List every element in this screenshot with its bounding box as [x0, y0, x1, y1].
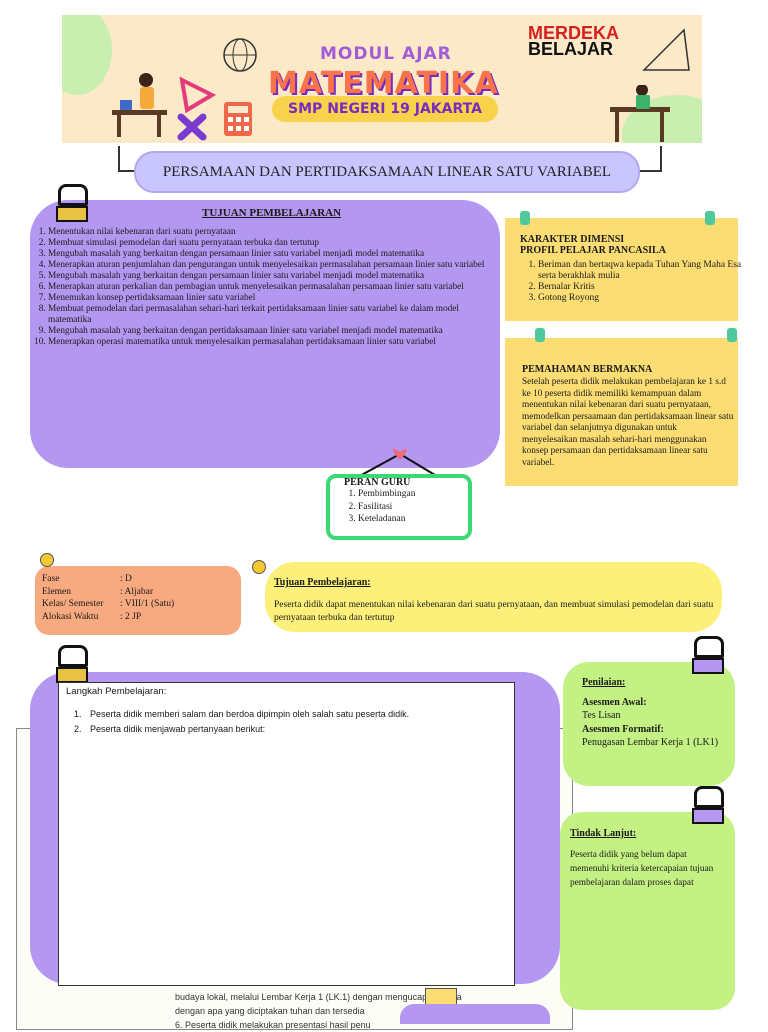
penilaian-card	[563, 662, 735, 786]
pushpin-icon	[40, 553, 54, 567]
arrow-right-icon	[638, 146, 662, 172]
multiply-icon	[177, 113, 207, 141]
pemahaman-title: PEMAHAMAN BERMAKNA	[522, 364, 653, 375]
list-item: Bernalar Kritis	[538, 282, 753, 293]
clip-icon	[520, 211, 530, 225]
karakter-title-line: PROFIL PELAJAR PANCASILA	[520, 245, 666, 256]
peran-title: PERAN GURU	[344, 477, 411, 488]
list-item: Gotong Royong	[538, 293, 753, 304]
info-card	[35, 566, 241, 635]
tujuan-summary-title: Tujuan Pembelajaran:	[274, 577, 371, 588]
purple-tab	[400, 1004, 550, 1024]
asesmen-awal-label: Asesmen Awal:	[582, 697, 647, 708]
decor-blob	[62, 15, 112, 95]
clip-icon	[727, 328, 737, 342]
list-item: Menerapkan operasi matematika untuk meny…	[48, 337, 503, 348]
tindak-lanjut-title: Tindak Lanjut:	[570, 828, 637, 839]
asesmen-awal-value: Tes Lisan	[582, 710, 621, 721]
tindak-lanjut-text: Peserta didik yang belum dapat memenuhi …	[570, 850, 714, 888]
list-item: Mengubah masalah yang berkaitan dengan p…	[48, 271, 503, 282]
tujuan-heading: TUJUAN PEMBELAJARAN	[202, 207, 342, 219]
arrow-left-icon	[118, 146, 142, 172]
asesmen-formatif-value: Penugasan Lembar Kerja 1 (LK1)	[582, 737, 719, 748]
karakter-list: Beriman dan bertaqwa kepada Tuhan Yang M…	[520, 260, 753, 304]
list-item: Menentukan nilai kebenaran dari suatu pe…	[48, 227, 503, 238]
langkah-title: Langkah Pembelajaran:	[66, 686, 167, 697]
brand-school: SMP NEGERI 19 JAKARTA	[272, 96, 498, 122]
tujuan-list: Menentukan nilai kebenaran dari suatu pe…	[30, 227, 503, 348]
brand-modul-ajar: MODUL AJAR	[320, 44, 452, 64]
underlying-line: budaya lokal, melalui Lembar Kerja 1 (LK…	[175, 992, 462, 1002]
clip-icon	[535, 328, 545, 342]
triangle-outline-icon	[642, 28, 690, 71]
list-item: Menerapkan aturan perkalian dan pembagia…	[48, 282, 503, 293]
triangle-ruler-icon	[179, 76, 217, 114]
elemen-label: Elemen	[42, 586, 72, 597]
list-item: Fasilitasi	[358, 501, 478, 514]
karakter-title-line: KARAKTER DIMENSI	[520, 234, 625, 245]
list-item: Membuat simulasi pemodelan dari suatu pe…	[48, 238, 503, 249]
kelas-value: : VIII/1 (Satu)	[120, 599, 175, 609]
pemahaman-card	[505, 338, 738, 486]
student-study-icon	[610, 85, 670, 142]
tujuan-summary-text: Peserta didik dapat menentukan nilai keb…	[274, 600, 714, 623]
list-item: Beriman dan bertaqwa kepada Tuhan Yang M…	[538, 260, 753, 282]
fase-value: : D	[120, 574, 132, 584]
tujuan-summary-card	[265, 562, 722, 632]
student-illustration-icon	[112, 73, 167, 137]
list-item: Mengubah masalah yang berkaitan dengan p…	[48, 326, 503, 337]
fase-label: Fase	[42, 574, 60, 584]
asesmen-formatif-label: Asesmen Formatif:	[582, 724, 664, 735]
list-item: Mengubah masalah yang berkaitan dengan p…	[48, 249, 503, 260]
karakter-card	[505, 218, 738, 321]
calculator-icon	[224, 102, 252, 136]
peran-list: Pembimbingan Fasilitasi Keteladanan	[340, 488, 478, 526]
list-item: Keteladanan	[358, 513, 478, 526]
globe-icon	[223, 38, 257, 72]
clip-icon	[705, 211, 715, 225]
list-item: Peserta didik menjawab pertanyaan beriku…	[84, 722, 514, 737]
pushpin-icon	[252, 560, 266, 574]
binder-clip-icon	[56, 184, 88, 222]
elemen-value: : Aljabar	[120, 586, 153, 597]
merdeka-label: MERDEKA	[528, 23, 620, 43]
brand-matematika: MATEMATIKA	[268, 66, 499, 101]
langkah-list: Peserta didik memberi salam dan berdoa d…	[66, 707, 514, 737]
pemahaman-text: Setelah peserta didik melakukan pembelaj…	[522, 377, 734, 468]
langkah-content-box	[58, 682, 515, 986]
binder-clip-icon	[692, 786, 724, 824]
belajar-label: BELAJAR	[528, 39, 614, 59]
peran-guru-card	[326, 474, 472, 540]
list-item: Peserta didik memberi salam dan berdoa d…	[84, 707, 514, 722]
penilaian-title: Penilaian:	[582, 677, 626, 688]
info-labels: Fase Elemen Kelas/ Semester Alokasi Wakt…	[42, 573, 120, 623]
alokasi-label: Alokasi Waktu	[42, 611, 99, 622]
tindak-lanjut-card	[560, 812, 735, 1010]
tujuan-card	[30, 200, 500, 468]
list-item: Menerapkan aturan penjumlahan dan pengur…	[48, 260, 503, 271]
list-item: Pembimbingan	[358, 488, 478, 501]
underlying-line: dengan apa yang diciptakan tuhan dan ter…	[175, 1006, 365, 1016]
kelas-label: Kelas/ Semester	[42, 599, 104, 609]
alokasi-value: : 2 JP	[120, 611, 142, 622]
page-title: PERSAMAAN DAN PERTIDAKSAMAAN LINEAR SATU…	[134, 151, 640, 193]
karakter-title: KARAKTER DIMENSI PROFIL PELAJAR PANCASIL…	[520, 234, 666, 256]
info-values: : D : Aljabar : VIII/1 (Satu) : 2 JP	[120, 573, 235, 623]
binder-clip-icon	[56, 645, 88, 683]
binder-clip-icon	[692, 636, 724, 674]
list-item: Menemukan konsep pertidaksamaan linier s…	[48, 293, 503, 304]
list-item: Membuat pemodelan dari permasalahan seha…	[48, 304, 503, 326]
